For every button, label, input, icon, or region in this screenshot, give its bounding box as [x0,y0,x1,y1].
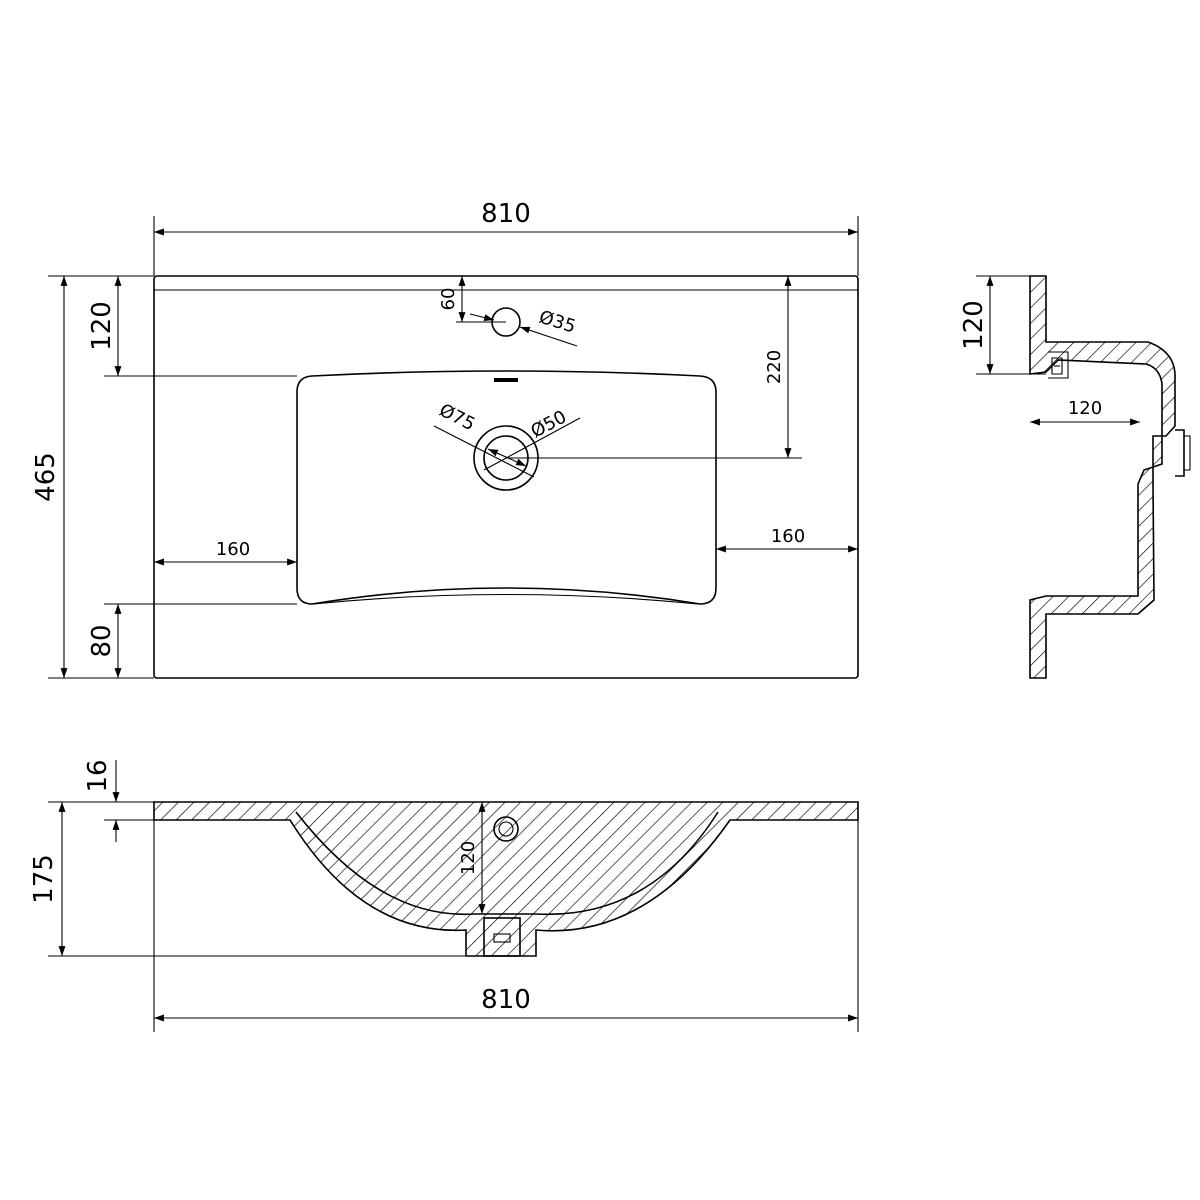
dim-side-bowl-depth: 120 [1068,398,1102,419]
overflow-hole [493,816,519,842]
dim-drain-inner-diameter: Ø50 [527,406,570,442]
dim-depth: 465 [31,452,61,502]
side-section-body [1029,275,1176,679]
dim-back-margin: 80 [87,624,117,657]
overflow-detail [1048,351,1069,379]
dim-tap-to-drain: 220 [764,350,785,384]
top-view: 810 465 120 80 60 Ø35 220 Ø75 Ø50 [31,199,859,679]
front-section-view: 16 175 120 810 [29,759,859,1032]
front-section-body [153,801,859,957]
dim-width-bottom: 810 [481,985,531,1015]
dim-tap-offset: 60 [438,288,459,311]
dim-total-height: 175 [29,854,59,904]
overflow-slot [494,378,518,382]
dim-rim-thickness: 16 [83,759,113,792]
dim-right-margin: 160 [771,526,805,547]
drain-stub [1175,429,1185,477]
dim-left-margin: 160 [216,539,250,560]
bowl-outline [296,370,717,605]
dim-front-to-bowl: 120 [87,301,117,351]
bowl-floor [295,811,719,916]
bowl-inner-rim [313,593,699,605]
basin-outline [153,275,859,679]
drain-box [483,917,521,957]
dim-front-bowl-depth: 120 [458,841,479,875]
dim-side-rim-height: 120 [959,300,989,350]
side-section-view: 120 120 [959,275,1191,679]
dim-tap-diameter: Ø35 [537,307,579,338]
dim-width-top: 810 [481,199,531,229]
